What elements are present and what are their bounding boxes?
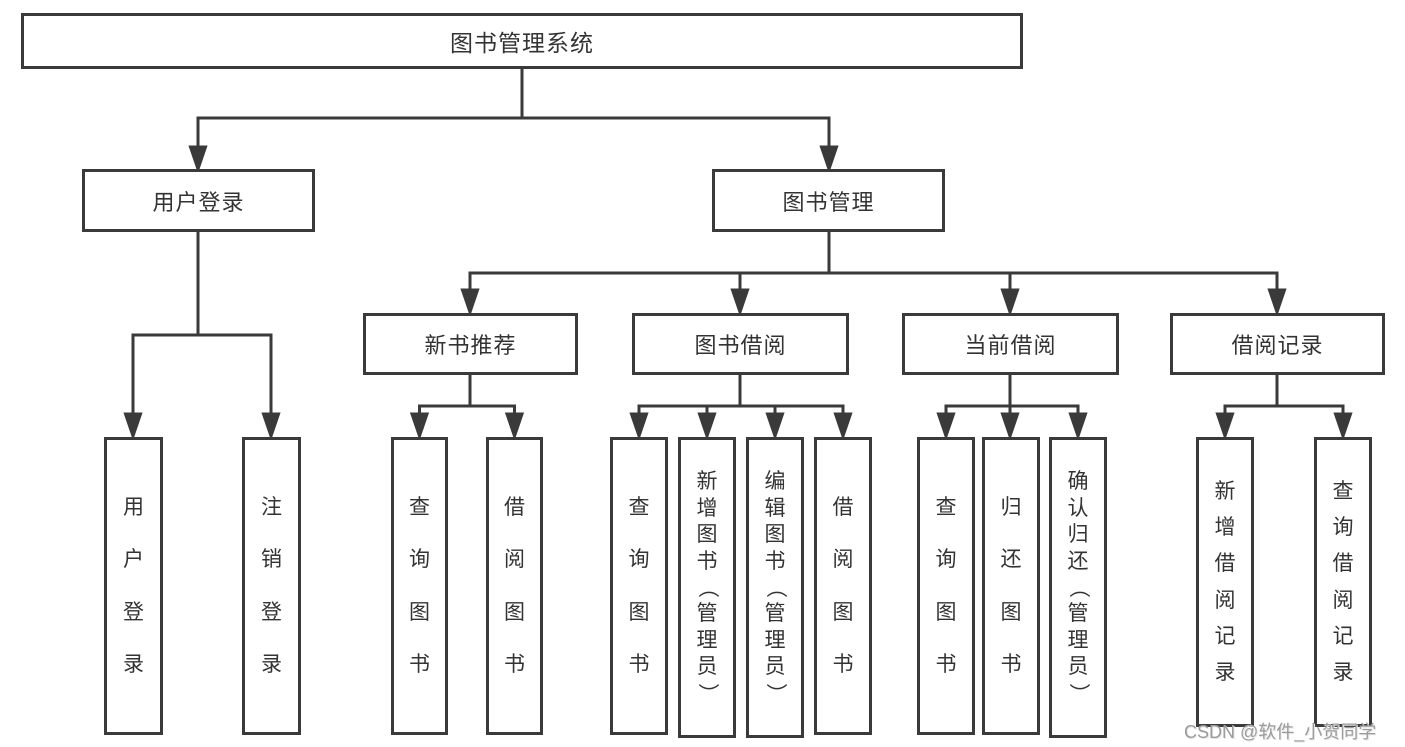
leaf-return-book: 归还图书	[982, 437, 1040, 735]
leaf-add-borrow-record: 新增借阅记录	[1196, 437, 1254, 727]
connector-book-mgmt-to-level3	[460, 232, 1287, 317]
connector-new-book-children	[409, 375, 525, 441]
connector-book-borrow-children	[629, 375, 853, 441]
leaf-confirm-return-admin: 确认归还（管理员）	[1049, 437, 1107, 738]
leaf-logout: 注销登录	[242, 437, 301, 735]
node-library-system: 图书管理系统	[21, 13, 1023, 69]
node-book-borrow: 图书借阅	[632, 313, 849, 375]
node-book-management: 图书管理	[712, 169, 945, 232]
node-user-login: 用户登录	[82, 169, 315, 232]
leaf-borrow-books-recommend: 借阅图书	[486, 437, 543, 735]
connector-root-to-level2	[188, 69, 839, 174]
connector-borrow-records-children	[1215, 375, 1353, 441]
node-current-borrow: 当前借阅	[902, 313, 1119, 375]
leaf-edit-book-admin: 编辑图书（管理员）	[746, 437, 804, 738]
node-borrow-records: 借阅记录	[1170, 313, 1385, 375]
connector-user-login-children	[123, 232, 281, 441]
leaf-borrow-books: 借阅图书	[814, 437, 872, 735]
leaf-user-login: 用户登录	[104, 437, 163, 735]
connector-current-borrow-children	[936, 375, 1088, 441]
watermark: CSDN @软件_小贺同学	[1184, 722, 1377, 742]
leaf-add-book-admin: 新增图书（管理员）	[678, 437, 736, 738]
leaf-query-books-recommend: 查询图书	[391, 437, 448, 735]
node-new-book-recommend: 新书推荐	[363, 313, 578, 375]
leaf-query-borrow-record: 查询借阅记录	[1314, 437, 1372, 727]
leaf-query-books-current: 查询图书	[917, 437, 975, 735]
leaf-query-books-borrow: 查询图书	[610, 437, 668, 735]
